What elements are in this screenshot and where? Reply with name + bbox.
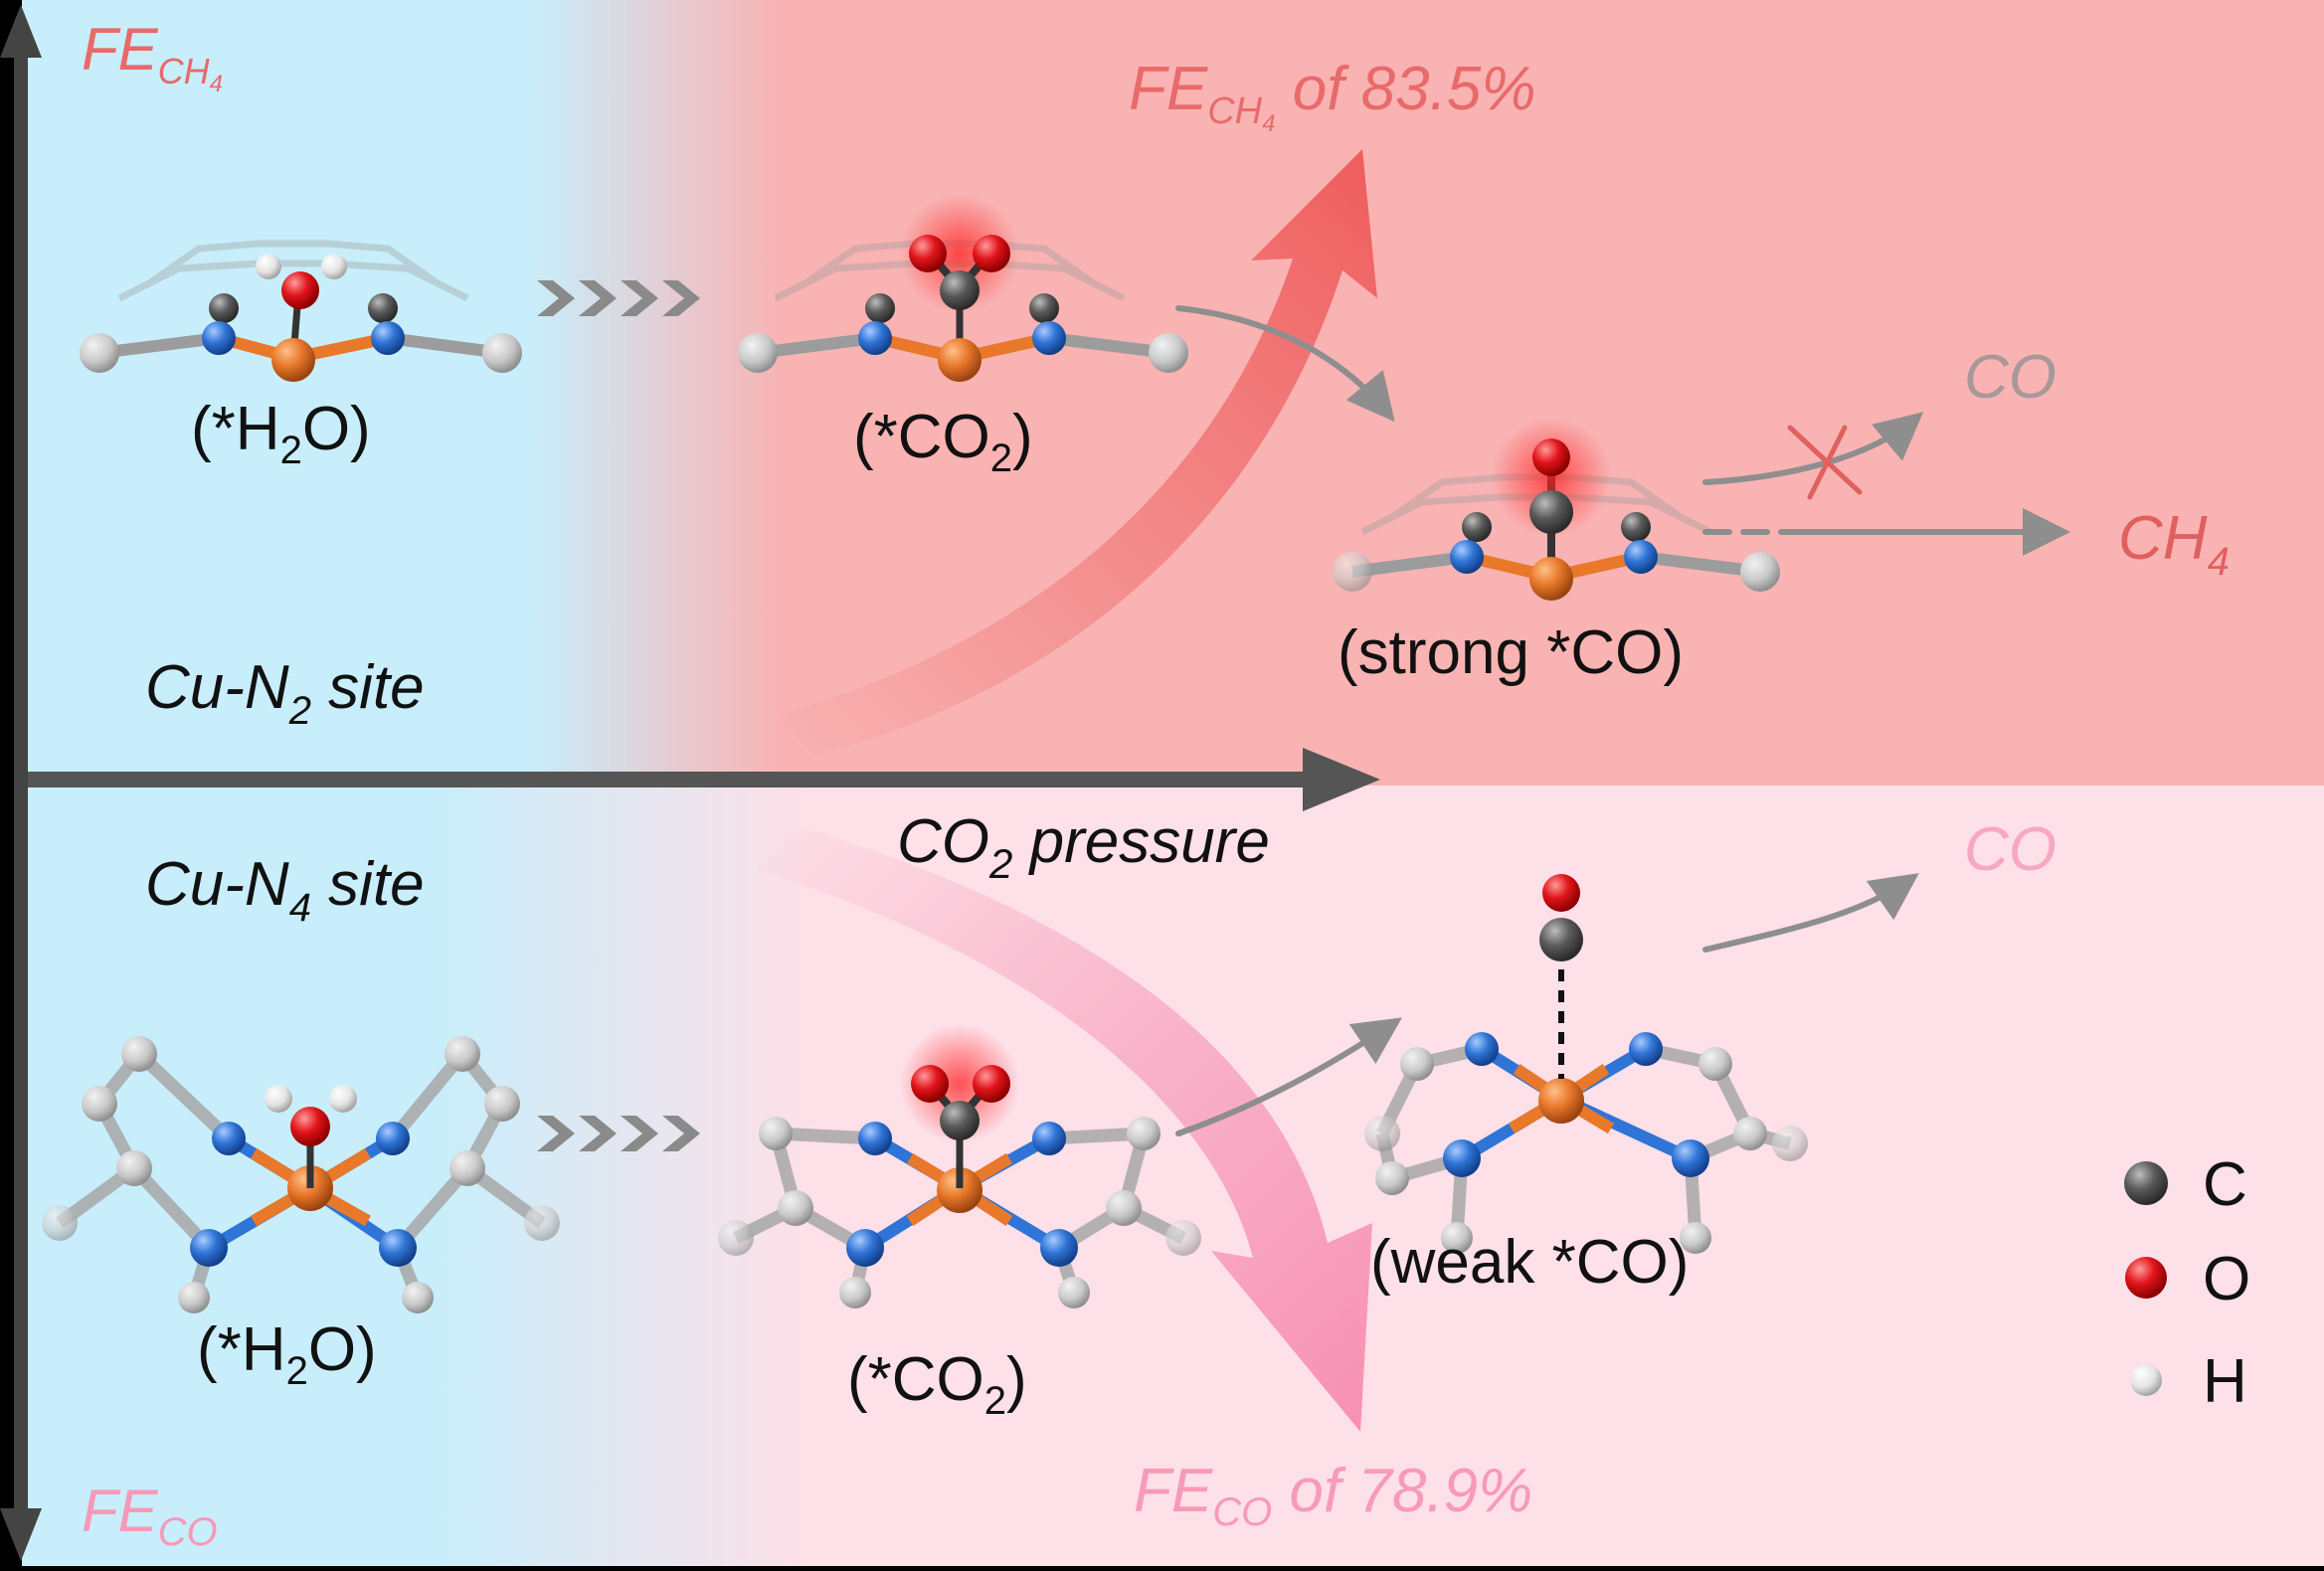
bottom-fe-value: FECO of 78.9% bbox=[1134, 1457, 1532, 1534]
bottom-panel-background bbox=[22, 786, 2324, 1566]
top-product-co: CO bbox=[1964, 343, 2056, 412]
bottom-h2o-molecule bbox=[42, 1036, 560, 1313]
top-state1-label: (*H2O) bbox=[191, 395, 371, 472]
bottom-product-co: CO bbox=[1964, 815, 2056, 884]
bottom-site-label: Cu-N4 site bbox=[145, 850, 425, 930]
bottom-state1-label: (*H2O) bbox=[197, 1315, 377, 1393]
top-fe-value: FECH4 of 83.5% bbox=[1129, 55, 1535, 137]
top-panel-background bbox=[22, 0, 2324, 786]
bottom-state2-label: (*CO2) bbox=[847, 1345, 1027, 1423]
decrease-trend-arrow bbox=[756, 825, 1372, 1432]
increase-trend-arrow bbox=[776, 149, 1377, 756]
top-progress-chevrons bbox=[537, 280, 700, 316]
bottom-weak-co-molecule bbox=[1364, 874, 1808, 1254]
top-state2-label: (*CO2) bbox=[853, 403, 1033, 480]
legend-label-o: O bbox=[2203, 1245, 2250, 1313]
bottom-state3-label: (weak *CO) bbox=[1370, 1228, 1689, 1297]
y-axis-top-label: FECH4 bbox=[82, 16, 223, 97]
bottom-co2-molecule bbox=[718, 1024, 1201, 1309]
legend-item-h: H bbox=[2130, 1347, 2247, 1416]
top-co2-molecule bbox=[738, 194, 1188, 382]
co2-pressure-axis bbox=[28, 748, 1380, 811]
top-strong-co-molecule bbox=[1333, 418, 1780, 601]
legend-item-o: O bbox=[2125, 1245, 2250, 1313]
legend-swatch-h bbox=[2130, 1364, 2162, 1396]
bottom-reaction-arrows bbox=[1175, 873, 1919, 1136]
top-product-ch4: CH4 bbox=[2118, 504, 2230, 584]
y-axis-bottom-label: FECO bbox=[82, 1478, 218, 1554]
x-axis-label: CO2 pressure bbox=[897, 807, 1270, 887]
top-state3-label: (strong *CO) bbox=[1338, 618, 1684, 687]
top-h2o-molecule bbox=[80, 240, 522, 382]
blocked-co-mark bbox=[1787, 425, 1863, 500]
bottom-progress-chevrons bbox=[537, 1116, 700, 1151]
atom-legend: C O H bbox=[2124, 1150, 2250, 1416]
legend-swatch-o bbox=[2125, 1257, 2167, 1299]
legend-item-c: C bbox=[2124, 1150, 2247, 1219]
legend-label-h: H bbox=[2203, 1347, 2247, 1416]
top-site-label: Cu-N2 site bbox=[145, 653, 425, 733]
legend-swatch-c bbox=[2124, 1161, 2168, 1205]
vertical-axis bbox=[0, 5, 42, 1561]
legend-label-c: C bbox=[2203, 1150, 2247, 1219]
